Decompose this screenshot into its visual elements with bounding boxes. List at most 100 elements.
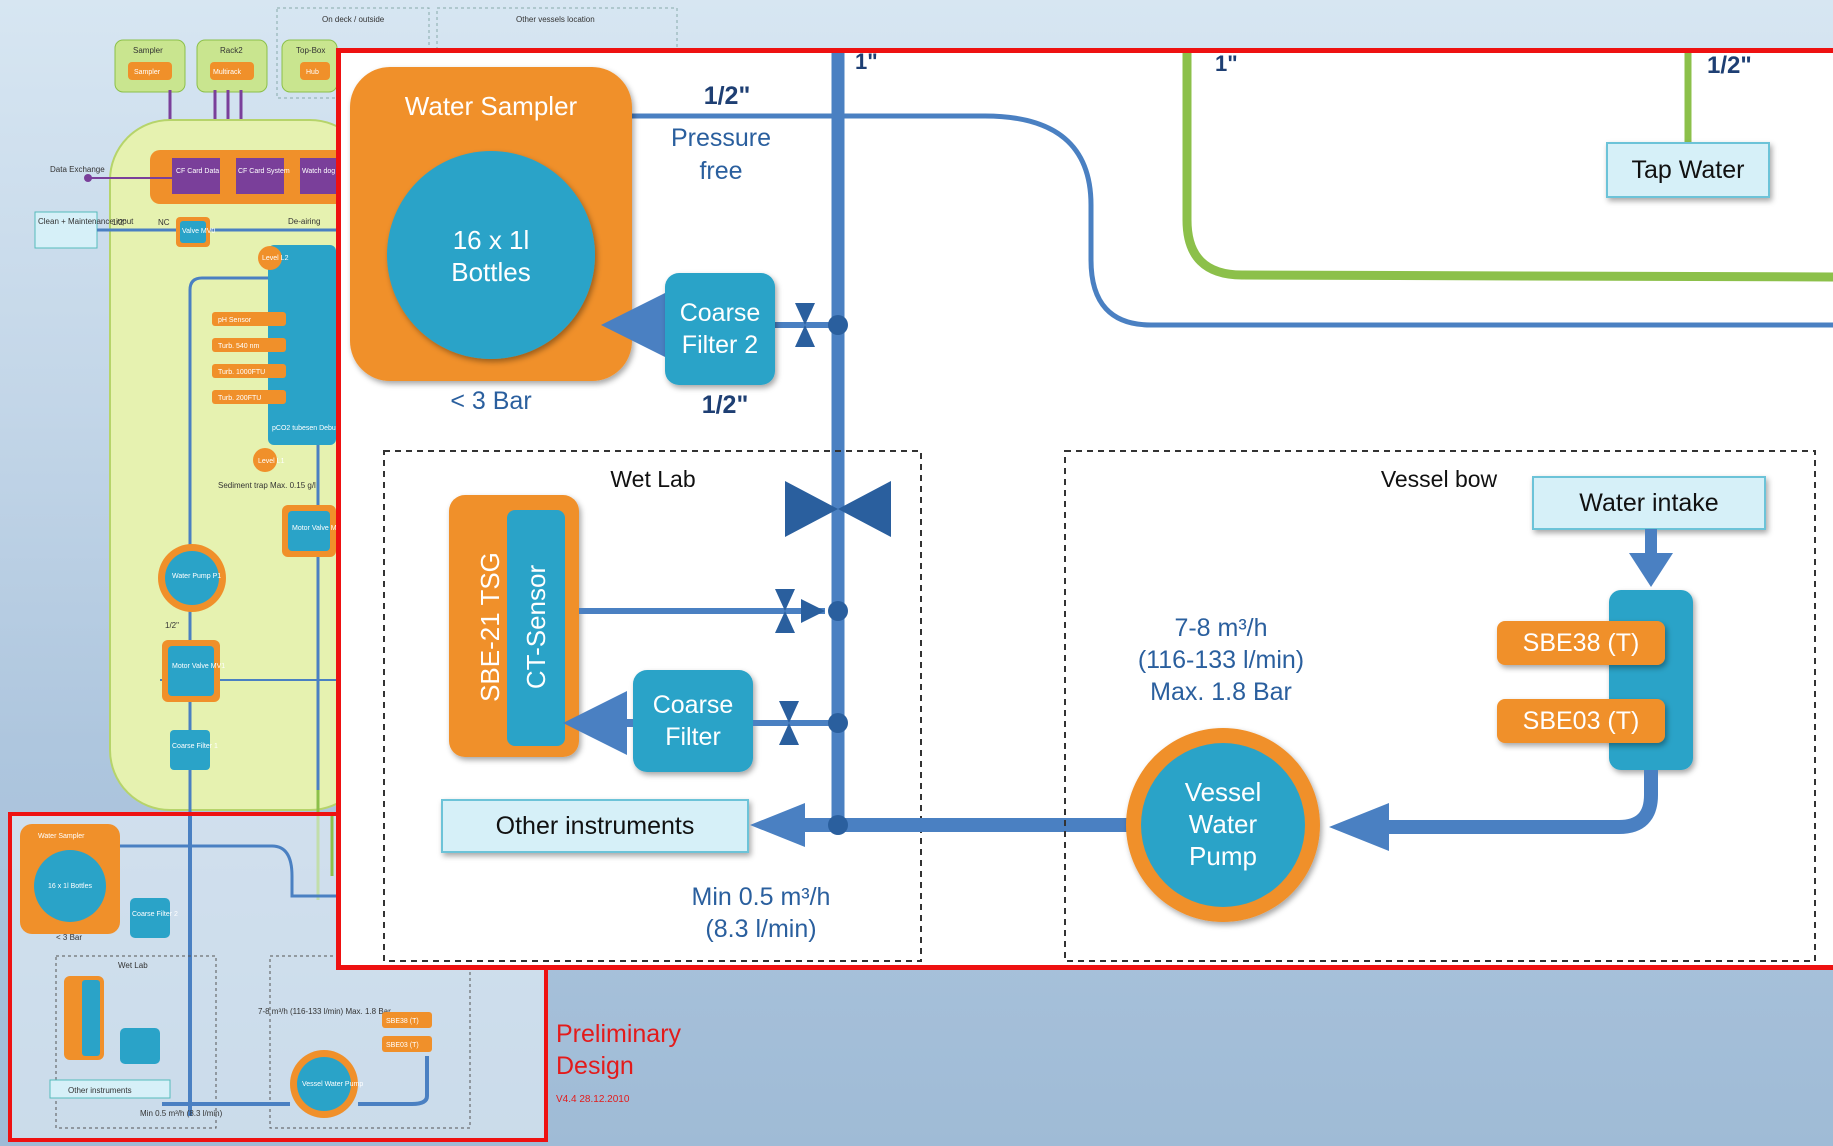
sbe03-sensor: [1497, 699, 1665, 743]
prelim-line-2: Design: [556, 1052, 634, 1080]
mini-pump-flow: 7-8 m³/h (116-133 l/min) Max. 1.8 Bar: [258, 1007, 391, 1016]
top-label-2: 1": [1215, 51, 1238, 76]
min-flow-line-2: (8.3 l/min): [705, 915, 816, 943]
coarse-filter: Coarse Filter: [633, 670, 753, 772]
other-instruments-label: Other instruments: [496, 812, 695, 840]
mini-nc: NC: [158, 218, 170, 227]
pressure-free-pipe: [630, 113, 1833, 328]
mini-under-3-bar: < 3 Bar: [56, 933, 82, 942]
mini-sbe38: SBE38 (T): [386, 1018, 419, 1025]
preliminary-design-label: Preliminary Design: [556, 1018, 681, 1082]
mini-bottles: 16 x 1l Bottles: [48, 883, 92, 890]
bottles-line-2: Bottles: [451, 257, 531, 287]
mini-half-inch: 1/2": [112, 218, 126, 227]
mini-half-inch-2: 1/2": [165, 621, 179, 630]
main-valve: [785, 481, 891, 537]
pco2-label: pCO2 tubesen Debubbler: [272, 425, 352, 432]
motor-valve-upper: Motor Valve MV2: [292, 525, 345, 532]
mini-coarse-filter-2: Coarse Filter 2: [132, 911, 178, 918]
mini-wet-lab: Wet Lab: [118, 961, 148, 970]
valve-sbe21: [775, 589, 795, 633]
sbe03-label: SBE03 (T): [1523, 707, 1640, 735]
watch-dog: Watch dog: [302, 168, 335, 175]
pump-flow-line-1: 7-8 m³/h: [1174, 614, 1267, 642]
wet-lab-label: Wet Lab: [610, 466, 695, 492]
pump-line-3: Pump: [1189, 841, 1257, 871]
coarse-filter-line-1: Coarse: [653, 691, 734, 719]
min-flow-line-1: Min 0.5 m³/h: [692, 883, 831, 911]
other-instruments-box: [441, 799, 749, 853]
water-pump-p1: Water Pump P1: [172, 573, 221, 580]
mini-inset-diagram: Water Sampler 16 x 1l Bottles < 3 Bar Co…: [12, 816, 544, 1138]
data-exchange-label: Data Exchange: [50, 165, 105, 174]
water-intake-label: Water intake: [1579, 489, 1718, 517]
tap-water-box: [1606, 142, 1770, 198]
prelim-line-1: Preliminary: [556, 1020, 682, 1048]
pressure-free-line-1: Pressure: [671, 124, 771, 152]
sensor-bar-4: Turb. 200FTU: [218, 395, 261, 402]
bottles-line-1: 16 x 1l: [453, 225, 530, 255]
svg-text:Sampler: Sampler: [134, 69, 161, 76]
valve-filter-2: [795, 303, 815, 347]
svg-text:Top-Box: Top-Box: [296, 46, 325, 55]
arrow-to-other-instruments: [750, 803, 805, 847]
tap-water-label: Tap Water: [1631, 156, 1744, 184]
svg-text:Multirack: Multirack: [213, 69, 242, 76]
top-label-3: 1/2": [1707, 52, 1752, 79]
valve-coarse-filter: [779, 701, 799, 745]
top-box-sampler: Sampler Sampler: [114, 39, 186, 93]
pressure-free-line-2: free: [699, 157, 742, 185]
enclosure: [109, 119, 371, 811]
sensor-bar-2: Turb. 540 nm: [218, 343, 260, 350]
top-box-rack2: Rack2 Multirack: [196, 39, 268, 93]
pipe-size-filter-2: 1/2": [702, 391, 749, 419]
water-intake-box: [1532, 476, 1766, 530]
intake-arrow: [1629, 553, 1673, 587]
mini-water-sampler: Water Sampler: [38, 833, 85, 840]
clean-input-box: [34, 211, 98, 249]
coarse-filter-2-line-2: Filter 2: [682, 331, 758, 359]
version-label: V4.4 28.12.2010: [556, 1094, 630, 1105]
dashed-header-1: On deck / outside: [322, 15, 385, 24]
mini-pump: Vessel Water Pump: [302, 1081, 363, 1088]
junction-2: [828, 601, 848, 621]
mini-other-instruments: Other instruments: [68, 1086, 132, 1095]
coarse-filter-2-line-1: Coarse: [680, 299, 761, 327]
sbe21-tsg: SBE-21 TSG CT-Sensor: [449, 495, 579, 757]
pump-flow-line-3: Max. 1.8 Bar: [1150, 678, 1292, 706]
wet-lab-box: [383, 450, 922, 962]
zoomed-inset-panel: 1" 1" 1/2" Water Sampler 16 x 1l Bottles…: [336, 48, 1833, 970]
svg-text:Sampler: Sampler: [133, 46, 163, 55]
valve-mv0: Valve MV0: [182, 228, 215, 235]
sediment-label: Sediment trap Max. 0.15 g/l: [218, 481, 316, 490]
coarse-filter-1: Coarse Filter 1: [172, 743, 218, 750]
coarse-filter-line-2: Filter: [665, 723, 721, 751]
cf-card-data: CF Card Data: [176, 168, 219, 175]
top-label-1: 1": [855, 49, 878, 74]
pipe-size-top: 1/2": [704, 82, 751, 110]
coarse-filter-2: Coarse Filter 2: [665, 273, 775, 385]
green-pipe-main: [1182, 53, 1833, 282]
sbe38-sensor: [1497, 621, 1665, 665]
junction-3: [828, 713, 848, 733]
vessel-bow-box: [1064, 450, 1816, 962]
motor-valve-mv1: Motor Valve MV1: [172, 663, 225, 670]
clean-input-label: Clean + Maintenance input: [38, 217, 134, 226]
pump-line-2: Water: [1189, 809, 1258, 839]
de-airing-label: De-airing: [288, 217, 320, 226]
sensor-bar-1: pH Sensor: [218, 317, 252, 324]
level-l1: Level L1: [258, 458, 285, 465]
svg-text:Hub: Hub: [306, 69, 319, 76]
svg-text:Rack2: Rack2: [220, 46, 243, 55]
mini-sbe03: SBE03 (T): [386, 1042, 419, 1049]
sbe21-label: SBE-21 TSG: [475, 552, 505, 702]
under-3-bar-label: < 3 Bar: [450, 387, 531, 415]
junction-4: [828, 815, 848, 835]
arrow-to-pump: [1329, 803, 1389, 851]
mini-inset-frame: [8, 812, 548, 1142]
vessel-water-pump: Vessel Water Pump: [1126, 728, 1320, 922]
level-l2: Level L2: [262, 255, 289, 262]
top-box-topbox: Top-Box Hub: [281, 39, 338, 93]
dashed-header-2: Other vessels location: [516, 15, 595, 24]
